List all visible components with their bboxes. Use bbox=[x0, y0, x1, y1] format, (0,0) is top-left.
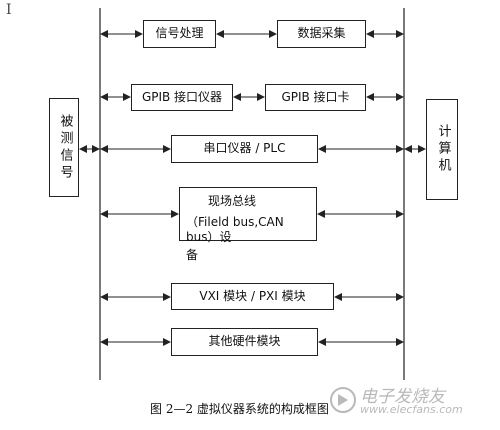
fieldbus-device-box: 现场总线 （Fileld bus,CAN bus）设 备 bbox=[179, 187, 317, 262]
computer-box: 计算机 bbox=[426, 99, 458, 200]
signal-processing-box: 信号处理 bbox=[143, 20, 216, 48]
data-acquisition-label: 数据采集 bbox=[297, 26, 346, 41]
serial-instrument-label: 串口仪器 / PLC bbox=[203, 141, 286, 156]
fieldbus-label-line1: 现场总线 bbox=[208, 194, 257, 208]
watermark-logo-icon bbox=[330, 387, 356, 413]
vxi-pxi-label: VXI 模块 / PXI 模块 bbox=[199, 288, 306, 303]
other-hardware-box: 其他硬件模块 bbox=[171, 328, 318, 356]
gpib-instrument-label: GPIB 接口仪器 bbox=[141, 89, 223, 104]
watermark: 电子发烧友 www.elecfans.com bbox=[328, 380, 488, 420]
computer-label: 计算机 bbox=[435, 124, 451, 175]
serial-instrument-box: 串口仪器 / PLC bbox=[171, 135, 318, 163]
vxi-pxi-box: VXI 模块 / PXI 模块 bbox=[171, 283, 334, 310]
gpib-instrument-box: GPIB 接口仪器 bbox=[131, 84, 233, 111]
signal-processing-label: 信号处理 bbox=[155, 26, 204, 41]
measured-signal-box: 被测信号 bbox=[49, 98, 79, 197]
gpib-card-box: GPIB 接口卡 bbox=[265, 84, 366, 111]
gpib-card-label: GPIB 接口卡 bbox=[281, 89, 350, 104]
other-hardware-label: 其他硬件模块 bbox=[208, 334, 281, 349]
fieldbus-label-line2: （Fileld bus,CAN bus）设 bbox=[186, 214, 284, 245]
watermark-en: www.elecfans.com bbox=[360, 403, 463, 416]
measured-signal-label: 被测信号 bbox=[57, 113, 73, 182]
fieldbus-label-line3: 备 bbox=[186, 247, 199, 262]
watermark-cn: 电子发烧友 bbox=[360, 387, 445, 407]
figure-caption: 图 2—2 虚拟仪器系统的构成框图 bbox=[150, 402, 329, 416]
data-acquisition-box: 数据采集 bbox=[277, 20, 366, 48]
text-cursor-icon: I bbox=[6, 2, 12, 18]
